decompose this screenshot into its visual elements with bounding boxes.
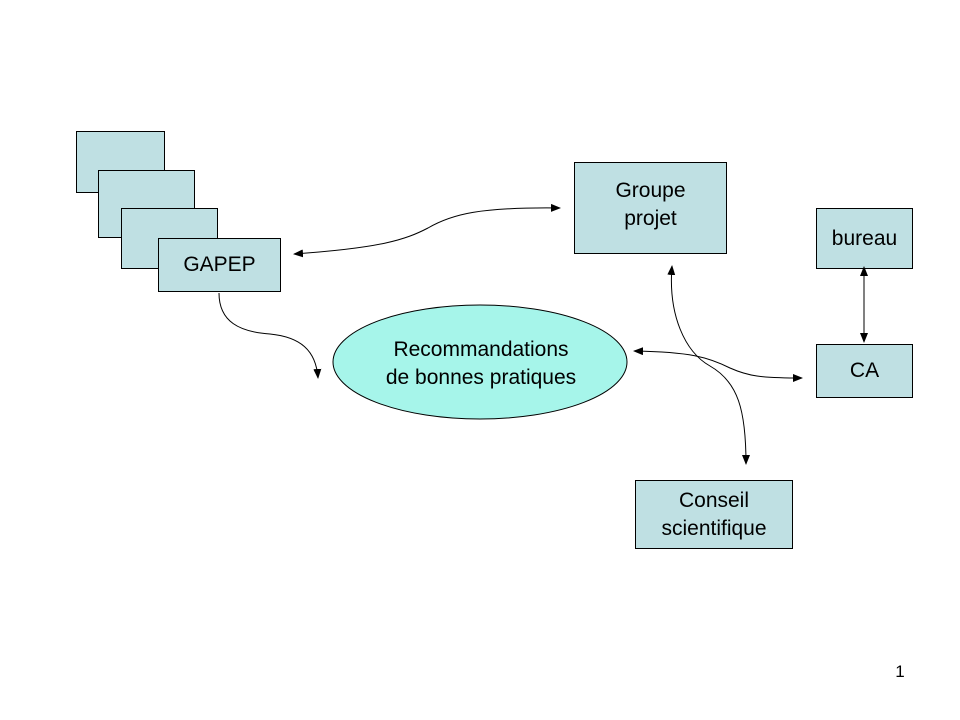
connector-groupe-projet-conseil — [667, 265, 750, 465]
recommandations-label: Recommandations de bonnes pratiques — [385, 338, 577, 389]
page-number: 1 — [895, 662, 905, 681]
gapep-box: GAPEP — [158, 238, 281, 292]
bureau-label: bureau — [831, 226, 898, 250]
groupe-projet-box: Groupe projet — [574, 162, 727, 254]
conseil-scientifique-label: Conseil scientifique — [661, 488, 767, 540]
gapep-label: GAPEP — [183, 253, 256, 276]
recommandations-ellipse — [332, 304, 628, 420]
ca-label: CA — [849, 359, 880, 382]
ca-box: CA — [816, 344, 913, 398]
connector-ca-recommandations — [633, 347, 803, 382]
connector-gapep-recommandations — [218, 292, 322, 379]
conseil-scientifique-box: Conseil scientifique — [635, 480, 793, 549]
recommandations-text: Recommandations de bonnes pratiques — [336, 336, 626, 396]
groupe-projet-label: Groupe projet — [615, 179, 686, 230]
connector-gapep-groupe-projet — [293, 203, 561, 258]
